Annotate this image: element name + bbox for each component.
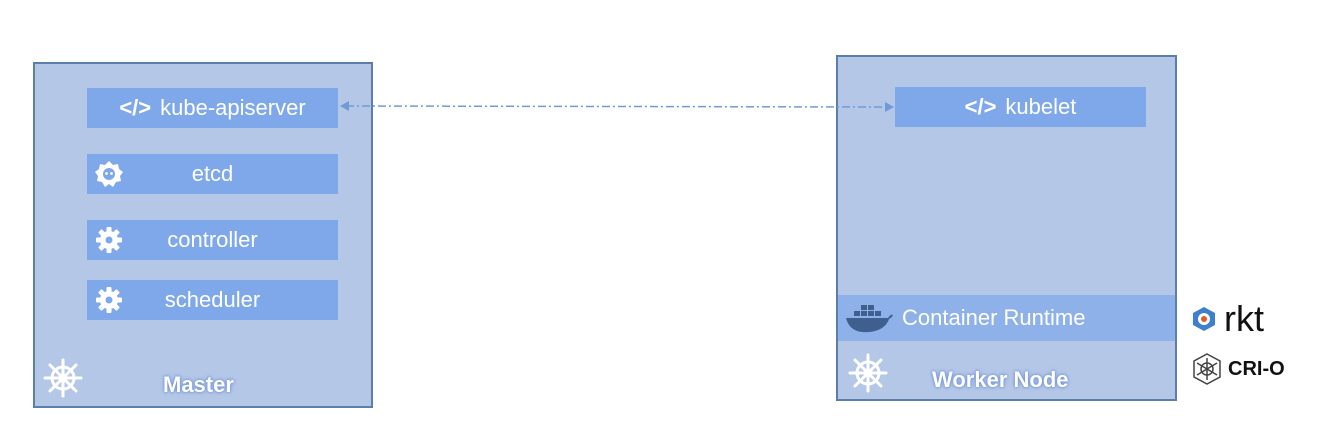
master-node: </> kube-apiserver etcd: [33, 62, 373, 408]
kube-apiserver-box: </> kube-apiserver: [87, 88, 338, 128]
arrowhead-right-icon: [885, 102, 894, 112]
scheduler-label: scheduler: [164, 287, 261, 312]
master-label: Master: [163, 372, 234, 397]
controller-label: controller: [167, 227, 258, 252]
rkt-label: rkt: [1224, 298, 1264, 339]
crio-label: CRI-O: [1228, 357, 1285, 380]
gear-icon: [96, 227, 122, 253]
kubernetes-helm-icon: [43, 358, 83, 398]
docker-whale-icon: [846, 305, 893, 333]
kube-apiserver-label: kube-apiserver: [160, 95, 306, 120]
crio-icon: [1193, 353, 1221, 385]
etcd-box: etcd: [87, 154, 338, 194]
code-tag-icon: </>: [964, 94, 997, 119]
arrowhead-left-icon: [340, 101, 349, 111]
code-tag-icon: </>: [119, 95, 152, 120]
crio-logo: CRI-O: [1190, 352, 1285, 386]
gear-icon: [96, 287, 122, 313]
etcd-icon: [95, 161, 123, 187]
etcd-label: etcd: [191, 161, 234, 186]
kubelet-label: kubelet: [1005, 94, 1077, 119]
worker-node: </> kubelet Container Runtime: [836, 55, 1177, 401]
worker-node-label: Worker Node: [932, 367, 1069, 392]
controller-box: controller: [87, 220, 338, 260]
container-runtime-label: Container Runtime: [902, 305, 1086, 330]
kubelet-box: </> kubelet: [895, 87, 1146, 127]
rkt-icon: [1193, 307, 1215, 331]
scheduler-box: scheduler: [87, 280, 338, 320]
container-runtime-box: Container Runtime: [838, 295, 1175, 341]
rkt-logo: rkt: [1190, 298, 1264, 340]
kubernetes-helm-icon: [848, 353, 888, 393]
